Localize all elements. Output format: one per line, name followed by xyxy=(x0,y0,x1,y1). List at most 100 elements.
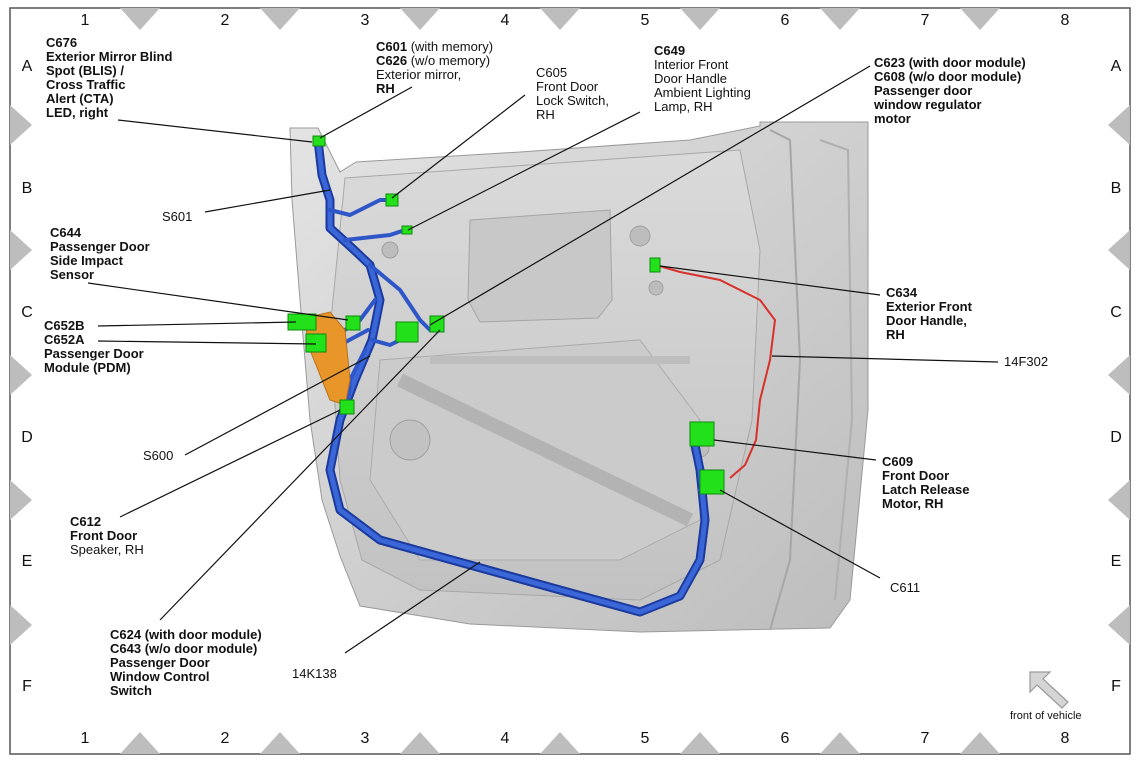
grid-col-3-bottom: 3 xyxy=(360,730,370,747)
callout-line: Exterior Front xyxy=(886,299,972,314)
grid-col-5-bottom: 5 xyxy=(640,730,650,747)
connector-c649 xyxy=(649,257,661,273)
callout-line: Latch Release xyxy=(882,482,970,497)
callout-line: Exterior Mirror Blind xyxy=(46,49,173,64)
callout-line: S600 xyxy=(143,448,174,463)
callout-line: C676 xyxy=(46,35,78,50)
grid-col-7-bottom: 7 xyxy=(920,730,930,747)
callout-line: Passenger Door xyxy=(44,346,144,361)
grid-row-d-right: D xyxy=(1110,429,1122,446)
grid-row-b-right: B xyxy=(1110,180,1122,197)
callout-line: window regulator xyxy=(874,97,982,112)
callout-line: RH xyxy=(886,327,905,342)
callout-line: motor xyxy=(874,111,911,126)
connectors xyxy=(287,135,725,495)
callout-line: Door Handle xyxy=(654,71,727,86)
callout-14f302: 14F302 xyxy=(1004,355,1048,369)
callout-line: Lock Switch, xyxy=(536,93,609,108)
grid-col-7-top: 7 xyxy=(920,12,930,29)
callout-line: Exterior mirror, xyxy=(376,67,462,82)
callout-line: Ambient Lighting xyxy=(654,85,751,100)
callout-line: Passenger Door xyxy=(110,655,210,670)
callout-line: Spot (BLIS) / xyxy=(46,63,124,78)
grid-col-1-bottom: 1 xyxy=(80,730,90,747)
callout-line: C649 xyxy=(654,43,686,58)
callout-line: C652B xyxy=(44,318,85,333)
grid-col-2-bottom: 2 xyxy=(220,730,230,747)
callout-line: C644 xyxy=(50,225,82,240)
connector-c611 xyxy=(699,469,725,495)
grid-row-c-left: C xyxy=(21,304,33,321)
callout-line: C601 (with memory) xyxy=(376,39,494,54)
callout-c601: C601 (with memory)C626 (w/o memory)Exter… xyxy=(376,40,493,96)
front-of-vehicle-arrow-icon xyxy=(1029,671,1069,709)
grid-row-f-left: F xyxy=(22,678,32,695)
callout-line: Door Handle, xyxy=(886,313,967,328)
connector-c612 xyxy=(339,399,355,415)
callout-line: C611 xyxy=(890,580,921,595)
callout-c623: C623 (with door module)C608 (w/o door mo… xyxy=(874,56,1026,126)
callout-line: Speaker, RH xyxy=(70,542,144,557)
callout-line: C623 (with door module) xyxy=(874,55,1026,70)
grid-row-d-left: D xyxy=(21,429,33,446)
callout-line: C624 (with door module) xyxy=(110,627,262,642)
grid-col-4-bottom: 4 xyxy=(500,730,510,747)
connector-c676 xyxy=(312,135,326,147)
grid-markers xyxy=(10,8,1130,754)
callout-line: C608 (w/o door module) xyxy=(874,69,1022,84)
callout-line: Passenger Door xyxy=(50,239,150,254)
grid-row-e-left: E xyxy=(21,553,33,570)
grid-row-b-left: B xyxy=(21,180,33,197)
callout-line: 14K138 xyxy=(292,666,337,681)
leader-lines xyxy=(87,65,999,654)
callout-line: Front Door xyxy=(70,528,138,543)
callout-line: Switch xyxy=(110,683,152,698)
connector-c601 xyxy=(385,193,399,207)
callout-c611: C611 xyxy=(890,581,920,595)
callout-line: Side Impact xyxy=(50,253,123,268)
callout-line: C626 (w/o memory) xyxy=(376,53,491,68)
callout-s601: S601 xyxy=(162,210,192,224)
grid-col-3-top: 3 xyxy=(360,12,370,29)
door-panel xyxy=(289,121,869,633)
grid-col-2-top: 2 xyxy=(220,12,230,29)
callout-line: RH xyxy=(536,107,555,122)
circuit-14f302 xyxy=(655,264,777,479)
callout-line: Sensor xyxy=(50,267,95,282)
grid-col-5-top: 5 xyxy=(640,12,650,29)
callout-line: C605 xyxy=(536,65,568,80)
callout-line: Interior Front xyxy=(654,57,729,72)
harness-14k138 xyxy=(313,135,712,617)
grid-row-e-right: E xyxy=(1110,553,1122,570)
callout-line: Module (PDM) xyxy=(44,360,131,375)
front-of-vehicle-label: front of vehicle xyxy=(1010,710,1082,722)
callout-line: Alert (CTA) xyxy=(46,91,114,106)
connector-c644 xyxy=(345,315,361,331)
grid-row-a-left: A xyxy=(21,58,33,75)
callout-line: Front Door xyxy=(882,468,950,483)
callout-line: C652A xyxy=(44,332,85,347)
grid-col-8-bottom: 8 xyxy=(1060,730,1070,747)
callout-line: Motor, RH xyxy=(882,496,944,511)
grid-col-6-top: 6 xyxy=(780,12,790,29)
callout-line: S601 xyxy=(162,209,193,224)
callout-line: C612 xyxy=(70,514,102,529)
callout-c624: C624 (with door module)C643 (w/o door mo… xyxy=(110,628,262,698)
callout-line: RH xyxy=(376,81,395,96)
connector-c652a xyxy=(305,333,327,353)
callout-line: C643 (w/o door module) xyxy=(110,641,258,656)
grid-row-a-right: A xyxy=(1110,58,1122,75)
callout-line: Front Door xyxy=(536,79,599,94)
grid-row-c-right: C xyxy=(1110,304,1122,321)
callout-line: Cross Traffic xyxy=(46,77,126,92)
callout-line: C634 xyxy=(886,285,918,300)
grid-col-4-top: 4 xyxy=(500,12,510,29)
grid-col-6-bottom: 6 xyxy=(780,730,790,747)
